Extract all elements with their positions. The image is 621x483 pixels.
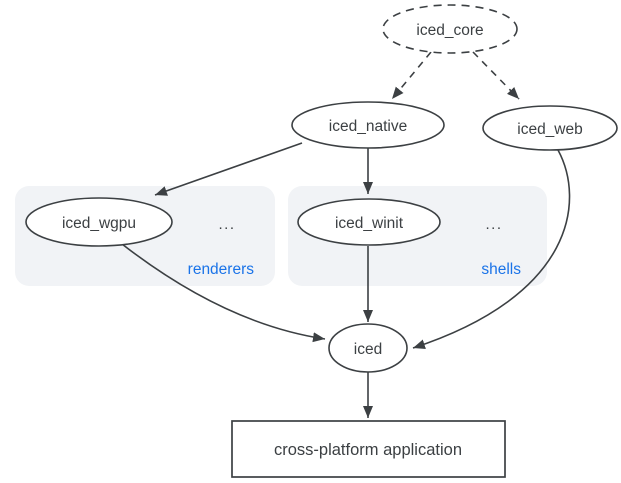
edge-iced_core-iced_native — [391, 51, 432, 100]
node-iced_wgpu-label: iced_wgpu — [62, 215, 136, 232]
node-cross-platform-application-label: cross-platform application — [274, 441, 462, 459]
node-iced-shape — [328, 323, 408, 373]
edge-iced_web-iced — [412, 149, 571, 350]
node-iced_native: iced_native — [291, 101, 445, 149]
node-cross-platform-application: cross-platform application — [231, 420, 506, 478]
node-cross-platform-application-shape — [231, 420, 506, 478]
node-iced_web-shape — [482, 105, 618, 151]
node-iced_core: iced_core — [382, 4, 518, 54]
node-iced_core-label: iced_core — [416, 22, 483, 39]
node-iced_native-label: iced_native — [329, 118, 407, 135]
node-iced_winit: iced_winit — [297, 198, 441, 246]
node-iced_web-label: iced_web — [517, 121, 583, 138]
group-renderers-label: renderers — [188, 261, 255, 278]
node-iced_web: iced_web — [482, 105, 618, 151]
group-renderers-ellipsis: ... — [218, 216, 235, 233]
group-shells-label: shells — [481, 261, 521, 278]
node-iced_winit-shape — [297, 198, 441, 246]
edge-iced_native-iced_wgpu — [154, 142, 303, 196]
node-iced-label: iced — [354, 341, 382, 358]
node-iced_wgpu: iced_wgpu — [25, 197, 173, 247]
group-shells-ellipsis: ... — [485, 216, 502, 233]
node-iced: iced — [328, 323, 408, 373]
node-iced_winit-label: iced_winit — [335, 215, 404, 232]
node-iced_core-shape — [382, 4, 518, 54]
node-iced_wgpu-shape — [25, 197, 173, 247]
edge-iced_core-iced_web — [472, 51, 520, 100]
edge-iced_wgpu-iced — [121, 243, 326, 343]
node-iced_native-shape — [291, 101, 445, 149]
